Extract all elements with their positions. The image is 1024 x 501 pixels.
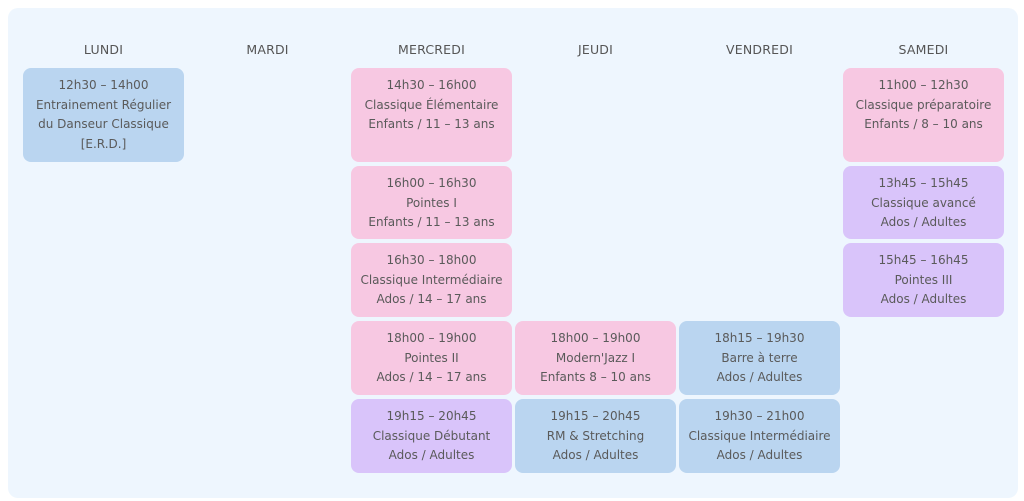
class-time: 16h00 – 16h30 [386, 176, 477, 190]
day-header-vendredi: VENDREDI [726, 42, 793, 57]
class-name: Pointes I [406, 195, 457, 210]
class-time: 12h30 – 14h00 [58, 78, 149, 92]
class-group: Enfants / 8 – 10 ans [864, 117, 983, 131]
class-group: [E.R.D.] [80, 136, 127, 151]
class-time: 19h15 – 20h45 [550, 409, 641, 423]
day-header-mardi: MARDI [246, 42, 289, 57]
class-time: 18h00 – 19h00 [550, 331, 641, 345]
class-card: 16h30 – 18h00 Classique Intermédiaire Ad… [351, 243, 512, 317]
class-group: Enfants 8 – 10 ans [540, 370, 651, 384]
class-group: Ados / Adultes [880, 215, 967, 229]
class-time: 11h00 – 12h30 [878, 78, 969, 92]
class-name: Classique Intermédiaire [360, 272, 503, 287]
day-header-lundi: LUNDI [83, 42, 124, 57]
day-header-samedi: SAMEDI [898, 42, 949, 57]
class-time: 19h30 – 21h00 [714, 409, 805, 423]
class-time: 19h15 – 20h45 [386, 409, 477, 423]
class-name-line2: du Danseur Classique [38, 117, 169, 131]
class-name: Barre à terre [721, 350, 798, 365]
class-name: Modern'Jazz I [555, 350, 636, 365]
class-name: RM & Stretching [546, 428, 645, 443]
class-time: 13h45 – 15h45 [878, 176, 969, 190]
class-name: Classique avancé [871, 195, 976, 210]
class-card: 12h30 – 14h00 Entrainement Régulier du D… [23, 68, 184, 162]
class-name: Pointes II [404, 350, 459, 365]
class-time: 16h30 – 18h00 [386, 253, 477, 267]
class-group: Ados / Adultes [552, 448, 639, 462]
class-card: 14h30 – 16h00 Classique Élémentaire Enfa… [351, 68, 512, 162]
class-group: Ados / 14 – 17 ans [376, 292, 487, 306]
class-group: Ados / Adultes [388, 448, 475, 462]
class-card: 11h00 – 12h30 Classique préparatoire Enf… [843, 68, 1004, 162]
class-time: 14h30 – 16h00 [386, 78, 477, 92]
class-name: Classique Intermédiaire [688, 428, 831, 443]
class-card: 18h15 – 19h30 Barre à terre Ados / Adult… [679, 321, 840, 395]
class-card: 19h15 – 20h45 Classique Débutant Ados / … [351, 399, 512, 473]
class-group: Enfants / 11 – 13 ans [368, 117, 495, 131]
day-header-jeudi: JEUDI [577, 42, 614, 57]
class-card: 15h45 – 16h45 Pointes III Ados / Adultes [843, 243, 1004, 317]
class-group: Ados / Adultes [880, 292, 967, 306]
class-card: 19h15 – 20h45 RM & Stretching Ados / Adu… [515, 399, 676, 473]
class-time: 15h45 – 16h45 [878, 253, 969, 267]
class-group: Enfants / 11 – 13 ans [368, 215, 495, 229]
day-header-mercredi: MERCREDI [398, 42, 465, 57]
class-time: 18h00 – 19h00 [386, 331, 477, 345]
class-card: 13h45 – 15h45 Classique avancé Ados / Ad… [843, 166, 1004, 239]
class-name: Classique Débutant [372, 428, 491, 443]
class-time: 18h15 – 19h30 [714, 331, 805, 345]
class-card: 18h00 – 19h00 Modern'Jazz I Enfants 8 – … [515, 321, 676, 395]
class-group: Ados / Adultes [716, 370, 803, 384]
class-group: Ados / Adultes [716, 448, 803, 462]
class-card: 18h00 – 19h00 Pointes II Ados / 14 – 17 … [351, 321, 512, 395]
class-name: Classique Élémentaire [364, 97, 499, 112]
class-card: 19h30 – 21h00 Classique Intermédiaire Ad… [679, 399, 840, 473]
class-name: Entrainement Régulier [35, 97, 172, 112]
class-card: 16h00 – 16h30 Pointes I Enfants / 11 – 1… [351, 166, 512, 239]
class-name: Classique préparatoire [855, 97, 992, 112]
class-group: Ados / 14 – 17 ans [376, 370, 487, 384]
class-name: Pointes III [894, 272, 953, 287]
schedule-grid: LUNDI MARDI MERCREDI JEUDI VENDREDI SAME… [23, 36, 1004, 473]
